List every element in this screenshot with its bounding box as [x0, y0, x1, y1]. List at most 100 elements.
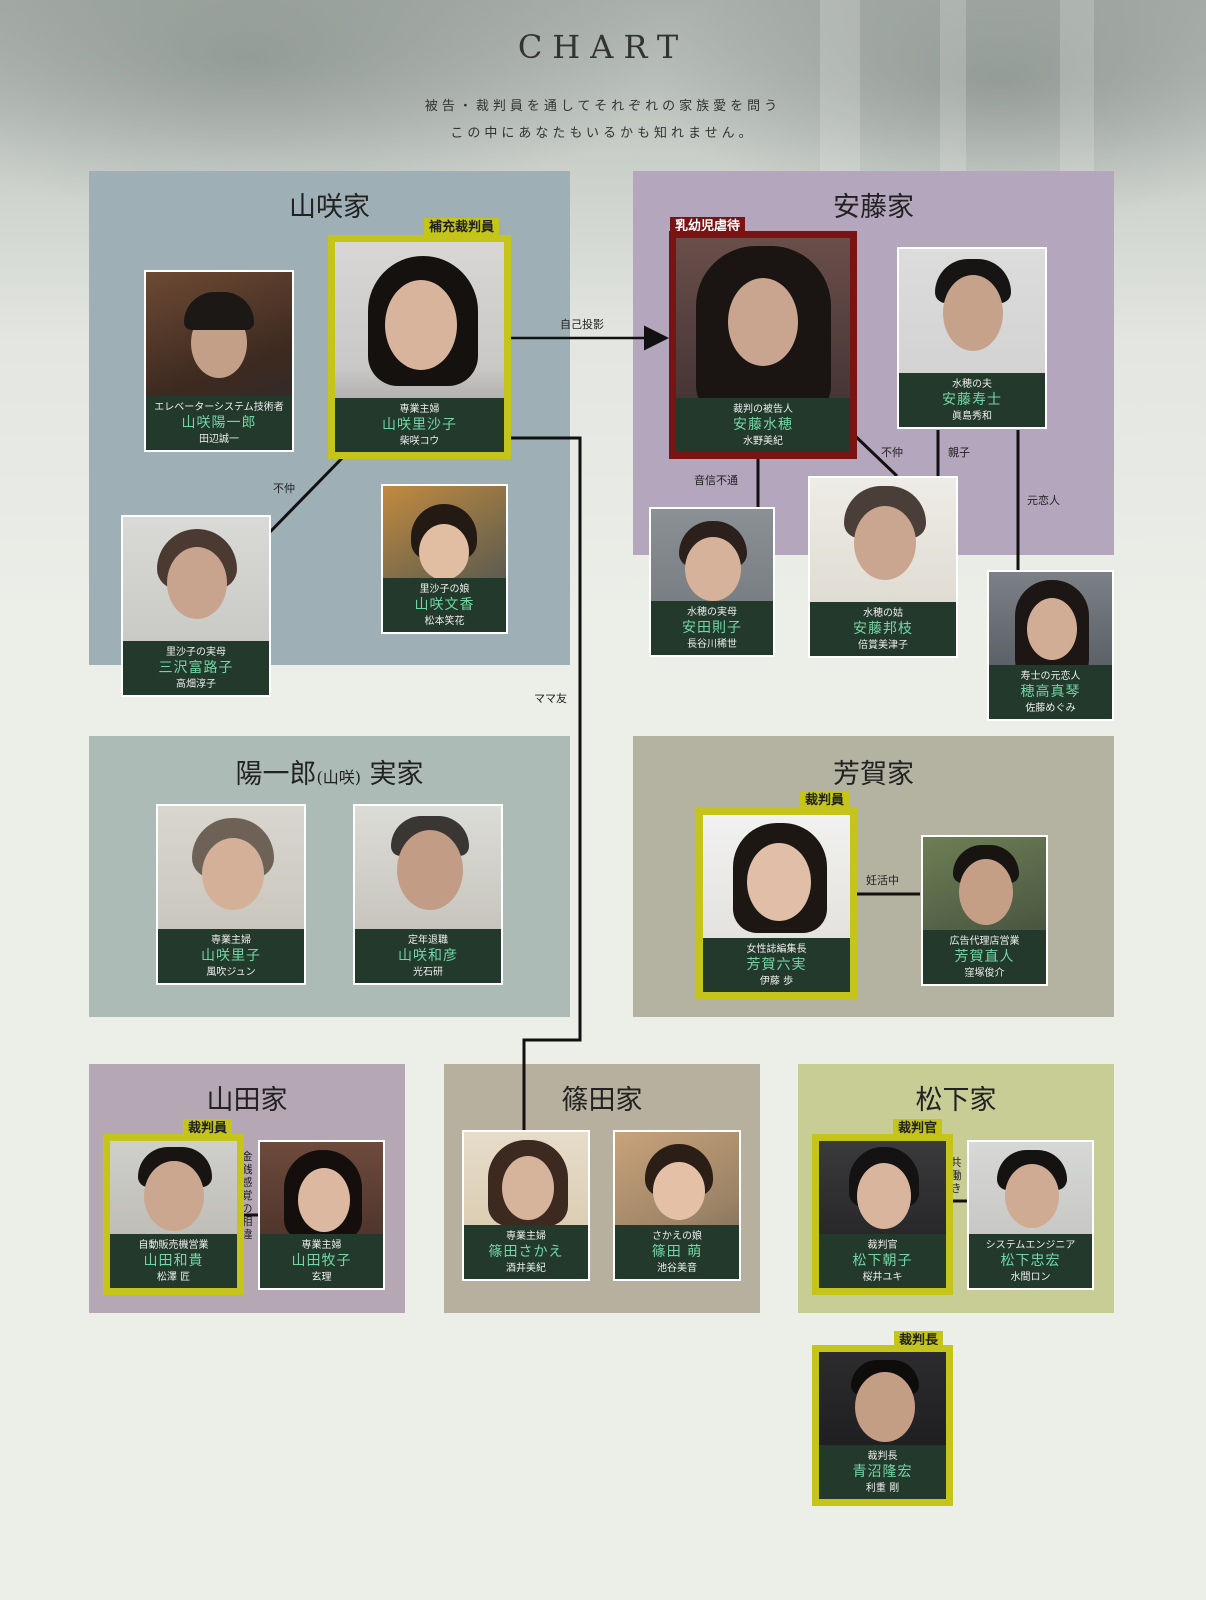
actor-name: 風吹ジュン: [206, 967, 256, 978]
card-haga-mumi[interactable]: 女性誌編集長 芳賀六実 伊藤 歩: [696, 808, 857, 999]
card-yamada-kazuki[interactable]: 自動販売機営業 山田和貴 松澤 匠: [103, 1134, 244, 1295]
person-role: 裁判の被告人: [733, 404, 793, 415]
actor-name: 田辺誠一: [199, 434, 239, 445]
person-role: 専業主婦: [506, 1231, 546, 1242]
rel-onshin-futsu: 音信不通: [694, 474, 738, 487]
character-name: 松下忠宏: [1000, 1253, 1061, 1269]
person-role: エレベーターシステム技術者: [154, 402, 284, 413]
card-label: 裁判長 青沼隆宏 利重 剛: [819, 1445, 946, 1499]
rel-oyako: 親子: [948, 446, 970, 459]
family-name-yamasaki: 山咲家: [289, 192, 370, 223]
actor-name: 窪塚俊介: [964, 968, 1005, 979]
actor-name: 眞島秀和: [952, 411, 992, 422]
card-label: 女性誌編集長 芳賀六実 伊藤 歩: [703, 938, 850, 992]
family-name-haga: 芳賀家: [833, 759, 914, 790]
person-role: 水穂の実母: [687, 607, 737, 618]
person-role: 裁判官: [867, 1240, 898, 1251]
character-name: 青沼隆宏: [852, 1464, 913, 1480]
character-name: 穂高真琴: [1020, 684, 1081, 700]
face: [959, 859, 1013, 925]
actor-name: 光石研: [413, 967, 443, 978]
card-ando-hisashi[interactable]: 水穂の夫 安藤寿士 眞島秀和: [897, 247, 1047, 429]
person-role: 専業主婦: [301, 1240, 342, 1251]
card-ando-kunie[interactable]: 水穂の姑 安藤邦枝 倍賞美津子: [808, 476, 958, 658]
character-name: 山田牧子: [291, 1253, 352, 1269]
face: [943, 275, 1003, 351]
face: [857, 1163, 911, 1229]
rel-tomobataraki: 共働き: [950, 1156, 962, 1195]
line-funaka-mother: [268, 448, 352, 534]
character-name: 三沢富路子: [158, 660, 234, 676]
character-name: 山咲里子: [201, 948, 261, 964]
card-label: 里沙子の娘 山咲文香 松本笑花: [383, 578, 506, 632]
rel-motokoibito: 元恋人: [1027, 494, 1060, 507]
actor-name: 松本笑花: [424, 616, 465, 627]
actor-name: 伊藤 歩: [759, 976, 794, 987]
character-name: 安藤水穂: [733, 417, 793, 433]
character-name: 篠田さかえ: [488, 1244, 564, 1260]
card-label: 裁判の被告人 安藤水穂 水野美紀: [676, 398, 850, 452]
card-yamasaki-kazuhiko[interactable]: 定年退職 山咲和彦 光石研: [353, 804, 503, 985]
family-name-matsushita: 松下家: [915, 1085, 997, 1116]
face: [747, 843, 811, 921]
card-shinoda-moe[interactable]: さかえの娘 篠田 萌 池谷美音: [613, 1130, 741, 1281]
person-role: さかえの娘: [652, 1231, 702, 1242]
hair: [184, 292, 254, 330]
card-hodaka-makoto[interactable]: 寿士の元恋人 穂高真琴 佐藤めぐみ: [987, 570, 1114, 721]
rel-kinsen-kankaku: 金銭感覚の相違: [241, 1150, 253, 1241]
card-aonuma-takahiro[interactable]: 裁判長 青沼隆宏 利重 剛: [812, 1345, 953, 1506]
card-mitsuzawa-tomiko[interactable]: 里沙子の実母 三沢富路子 高畑淳子: [121, 515, 271, 697]
actor-name: 佐藤めぐみ: [1025, 703, 1076, 714]
family-name-yamada: 山田家: [206, 1085, 288, 1116]
family-name-part: 陽一郎: [235, 759, 317, 790]
card-matsushita-tadahiro[interactable]: システムエンジニア 松下忠宏 水間ロン: [967, 1140, 1094, 1290]
rel-funaka-inlaw: 不仲: [881, 446, 903, 459]
card-yamasaki-satoko[interactable]: 専業主婦 山咲里子 風吹ジュン: [156, 804, 306, 985]
rel-jiko-toei: 自己投影: [560, 318, 604, 331]
card-label: 自動販売機営業 山田和貴 松澤 匠: [110, 1234, 237, 1288]
family-name-part: 実家: [369, 759, 424, 790]
person-role: 水穂の夫: [952, 379, 992, 390]
actor-name: 池谷美音: [657, 1263, 697, 1274]
face: [685, 537, 741, 601]
tag-hojyu-saibanin: 補充裁判員: [424, 218, 500, 238]
face: [397, 830, 463, 910]
card-shinoda-sakae[interactable]: 専業主婦 篠田さかえ 酒井美紀: [462, 1130, 590, 1281]
face: [502, 1156, 554, 1220]
character-name: 松下朝子: [852, 1253, 913, 1269]
face: [385, 280, 457, 370]
actor-name: 柴咲コウ: [399, 436, 440, 447]
card-yamasaki-yoichiro[interactable]: エレベーターシステム技術者 山咲陽一郎 田辺誠一: [144, 270, 294, 452]
card-yasuda-noriko[interactable]: 水穂の実母 安田則子 長谷川稀世: [649, 507, 775, 657]
card-ando-mizuho[interactable]: 裁判の被告人 安藤水穂 水野美紀: [669, 231, 857, 459]
character-name: 山咲文香: [414, 597, 475, 613]
person-role: 裁判長: [867, 1451, 898, 1462]
person-role: 専業主婦: [399, 404, 440, 415]
face: [298, 1168, 350, 1232]
character-name: 山咲和彦: [398, 948, 458, 964]
family-name-part: (山咲): [316, 768, 361, 787]
card-yamasaki-fumika[interactable]: 里沙子の娘 山咲文香 松本笑花: [381, 484, 508, 634]
actor-name: 高畑淳子: [176, 679, 216, 690]
card-label: 水穂の夫 安藤寿士 眞島秀和: [899, 373, 1045, 427]
face: [854, 506, 916, 580]
face: [855, 1372, 915, 1442]
person-role: システムエンジニア: [985, 1240, 1076, 1251]
line-funaka-inlaw: [849, 430, 899, 478]
face: [167, 547, 227, 619]
face: [202, 838, 264, 910]
card-label: エレベーターシステム技術者 山咲陽一郎 田辺誠一: [146, 396, 292, 450]
card-label: 広告代理店営業 芳賀直人 窪塚俊介: [923, 930, 1046, 984]
card-haga-naoto[interactable]: 広告代理店営業 芳賀直人 窪塚俊介: [921, 835, 1048, 986]
card-label: 専業主婦 山咲里子 風吹ジュン: [158, 929, 304, 983]
character-name: 安藤寿士: [942, 392, 1002, 408]
face: [1027, 598, 1077, 660]
subtitle-line-1: 被告・裁判員を通してそれぞれの家族愛を問う: [424, 99, 782, 114]
character-name: 山咲陽一郎: [181, 415, 257, 431]
card-label: 裁判官 松下朝子 桜井ユキ: [819, 1234, 946, 1288]
card-yamasaki-risako[interactable]: 専業主婦 山咲里沙子 柴咲コウ: [328, 235, 511, 459]
card-label: 専業主婦 山田牧子 玄理: [260, 1234, 383, 1288]
card-matsushita-asako[interactable]: 裁判官 松下朝子 桜井ユキ: [812, 1134, 953, 1295]
card-yamada-makiko[interactable]: 専業主婦 山田牧子 玄理: [258, 1140, 385, 1290]
